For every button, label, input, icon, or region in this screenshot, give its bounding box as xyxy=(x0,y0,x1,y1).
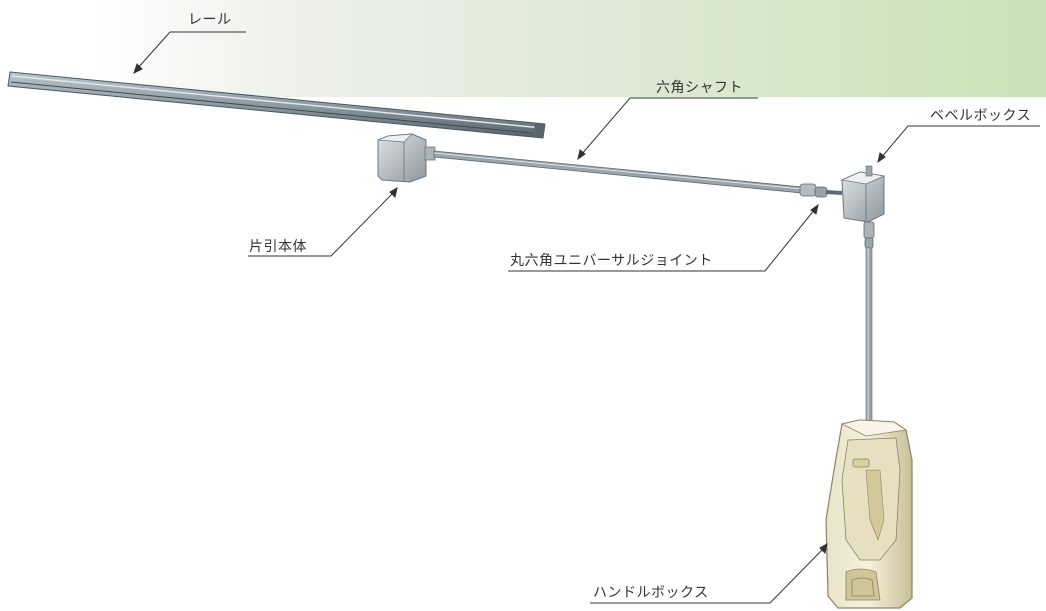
leader-bevel-box xyxy=(877,125,1040,164)
label-universal-joint: 丸六角ユニバーサルジョイント xyxy=(510,253,713,269)
vertical-shaft xyxy=(865,247,873,429)
background-gradient-band xyxy=(90,0,1046,97)
single-pull-body xyxy=(377,133,436,183)
label-bevel-box: ベベルボックス xyxy=(930,108,1032,124)
hex-shaft xyxy=(433,150,803,194)
universal-joint xyxy=(799,183,843,198)
leader-rail xyxy=(133,31,246,74)
bevel-box xyxy=(840,165,886,249)
leader-universal-joint xyxy=(508,203,819,272)
handle-box xyxy=(825,419,913,609)
label-single-pull-body: 片引本体 xyxy=(249,239,307,255)
label-handle-box: ハンドルボックス xyxy=(593,585,709,601)
leader-single-pull-body xyxy=(248,187,398,257)
rail xyxy=(7,71,546,139)
leader-hex-shaft xyxy=(577,97,758,161)
label-hex-shaft: 六角シャフト xyxy=(656,80,743,96)
label-rail: レール xyxy=(188,12,232,28)
leader-handle-box xyxy=(590,543,828,604)
